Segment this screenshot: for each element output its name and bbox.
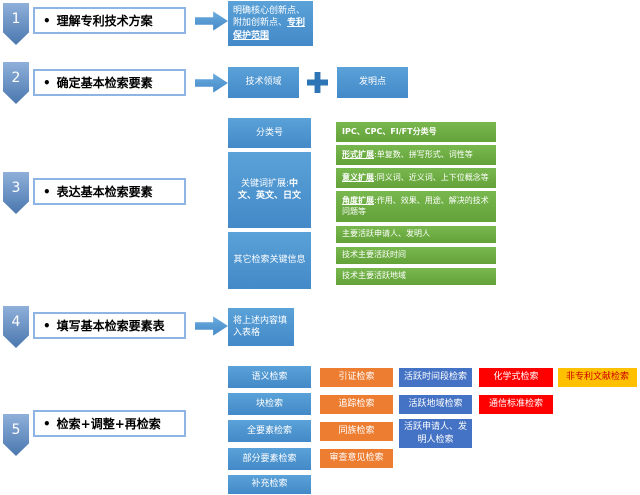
supplementary-search-label: 补充检索 — [251, 479, 288, 490]
active-time-text: 技术主要活跃时间 — [342, 250, 406, 260]
other-key-info-label: 其它检索关键信息 — [233, 255, 306, 266]
active-region-text: 技术主要活跃地域 — [342, 271, 406, 281]
invention-point-label: 发明点 — [358, 77, 386, 88]
active-applicants-item: 主要活跃申请人、发明人 — [336, 226, 496, 243]
supplementary-search-box: 补充检索 — [228, 475, 311, 494]
chemical-formula-search-box: 化学式检索 — [479, 368, 553, 387]
block-search-label: 块检索 — [255, 398, 283, 409]
examination-opinion-search-box: 审查意见检索 — [320, 449, 393, 468]
bullet-icon: • — [43, 13, 51, 28]
partial-element-search-label: 部分要素检索 — [242, 453, 297, 464]
step-1-detail-text: 明确核心创新点、附加创新点、专利保护范围 — [233, 5, 308, 41]
tracking-search-label: 追踪检索 — [338, 399, 375, 410]
active-time-range-search-box: 活跃时间段检索 — [399, 368, 472, 387]
keyword-expansion-prefix: 关键词扩展: — [240, 178, 290, 189]
step-3-number-badge: 3 — [3, 172, 29, 214]
partial-element-search-box: 部分要素检索 — [228, 448, 311, 470]
ipc-classes-text: IPC、CPC、FI/FT分类号 — [342, 126, 437, 136]
meaning-expansion-text: 意义扩展:同义词、近义词、上下位概念等 — [342, 173, 489, 184]
active-applicant-search-label: 活跃申请人、发明人检索 — [403, 422, 467, 445]
form-expansion-item: 形式扩展:单复数、拼写形式、词性等 — [336, 145, 496, 165]
bullet-icon: • — [43, 416, 51, 431]
step-4-title: 填写基本检索要素表 — [56, 319, 165, 333]
invention-point-box: 发明点 — [337, 67, 408, 98]
bullet-icon: • — [43, 318, 51, 333]
meaning-expansion-prefix: 意义扩展 — [342, 172, 374, 182]
arrow-right-icon — [195, 73, 228, 93]
step-1-title-box: • 理解专利技术方案 — [33, 7, 186, 34]
family-search-label: 同族检索 — [338, 426, 375, 437]
non-patent-literature-search-label: 非专利文献检索 — [565, 372, 629, 383]
step-3-title: 表达基本检索要素 — [56, 185, 153, 199]
fill-table-text: 将上述内容填入表格 — [233, 315, 288, 338]
step-5-number: 5 — [11, 422, 21, 438]
arrow-right-icon — [195, 316, 228, 336]
step-5-title-box: • 检索+调整+再检索 — [33, 410, 186, 437]
active-applicants-text: 主要活跃申请人、发明人 — [342, 229, 430, 239]
citation-search-box: 引证检索 — [320, 368, 393, 387]
full-element-search-label: 全要素检索 — [246, 425, 292, 436]
step-1-detail-box: 明确核心创新点、附加创新点、专利保护范围 — [228, 1, 313, 46]
bullet-icon: • — [43, 184, 51, 199]
step-1-detail-line1: 明确核心创新点、附加创新点、 — [233, 6, 306, 29]
angle-expansion-detail: :作用、效果、用途、解决的技术问题等 — [342, 195, 489, 216]
class-number-label: 分类号 — [255, 127, 283, 138]
form-expansion-text: 形式扩展:单复数、拼写形式、词性等 — [342, 150, 473, 161]
full-element-search-box: 全要素检索 — [228, 420, 311, 442]
chemical-formula-search-label: 化学式检索 — [493, 372, 539, 383]
examination-opinion-search-label: 审查意见检索 — [329, 453, 384, 464]
semantic-search-box: 语义检索 — [228, 366, 311, 388]
semantic-search-label: 语义检索 — [251, 371, 288, 382]
step-2-number-badge: 2 — [3, 62, 29, 104]
step-2-title-box: • 确定基本检索要素 — [33, 69, 186, 96]
step-3-number: 3 — [11, 180, 21, 196]
ipc-classes-item: IPC、CPC、FI/FT分类号 — [336, 122, 496, 142]
active-region-item: 技术主要活跃地域 — [336, 268, 496, 285]
keyword-expansion-box: 关键词扩展:中文、英文、日文 — [228, 152, 311, 228]
form-expansion-prefix: 形式扩展 — [342, 149, 374, 159]
form-expansion-detail: :单复数、拼写形式、词性等 — [374, 149, 473, 159]
plus-icon — [307, 72, 328, 93]
meaning-expansion-item: 意义扩展:同义词、近义词、上下位概念等 — [336, 168, 496, 188]
active-time-item: 技术主要活跃时间 — [336, 247, 496, 264]
angle-expansion-prefix: 角度扩展 — [342, 195, 374, 205]
step-2-number: 2 — [11, 70, 21, 86]
step-4-number: 4 — [11, 314, 21, 330]
step-1-number-badge: 1 — [3, 3, 29, 45]
step-1-detail-line2: 专利保护范围 — [233, 18, 306, 41]
block-search-box: 块检索 — [228, 393, 311, 415]
step-5-title: 检索+调整+再检索 — [56, 417, 161, 431]
step-5-number-badge: 5 — [3, 414, 29, 456]
active-region-search-box: 活跃地域检索 — [399, 395, 472, 414]
telecom-standard-search-label: 通信标准检索 — [488, 399, 543, 410]
angle-expansion-text: 角度扩展:作用、效果、用途、解决的技术问题等 — [342, 196, 493, 218]
tech-field-label: 技术领域 — [245, 77, 282, 88]
active-region-search-label: 活跃地域检索 — [408, 399, 463, 410]
keyword-expansion-text: 关键词扩展:中文、英文、日文 — [232, 178, 307, 202]
step-4-title-box: • 填写基本检索要素表 — [33, 312, 186, 339]
keyword-expansion-langs: 中文、英文、日文 — [237, 178, 301, 201]
tech-field-box: 技术领域 — [228, 67, 299, 98]
step-1-title: 理解专利技术方案 — [56, 14, 153, 28]
class-number-box: 分类号 — [228, 118, 311, 148]
angle-expansion-item: 角度扩展:作用、效果、用途、解决的技术问题等 — [336, 191, 496, 222]
telecom-standard-search-box: 通信标准检索 — [479, 395, 553, 414]
citation-search-label: 引证检索 — [338, 372, 375, 383]
tracking-search-box: 追踪检索 — [320, 395, 393, 414]
family-search-box: 同族检索 — [320, 422, 393, 441]
step-2-title: 确定基本检索要素 — [56, 76, 153, 90]
fill-table-box: 将上述内容填入表格 — [228, 308, 294, 346]
arrow-right-icon — [195, 11, 228, 31]
active-applicant-search-box: 活跃申请人、发明人检索 — [399, 419, 472, 448]
step-4-number-badge: 4 — [3, 306, 29, 348]
meaning-expansion-detail: :同义词、近义词、上下位概念等 — [374, 172, 489, 182]
step-3-title-box: • 表达基本检索要素 — [33, 178, 186, 205]
bullet-icon: • — [43, 75, 51, 90]
active-time-range-search-label: 活跃时间段检索 — [403, 372, 467, 383]
non-patent-literature-search-box: 非专利文献检索 — [558, 368, 637, 387]
other-key-info-box: 其它检索关键信息 — [228, 232, 311, 289]
step-1-number: 1 — [11, 11, 21, 27]
